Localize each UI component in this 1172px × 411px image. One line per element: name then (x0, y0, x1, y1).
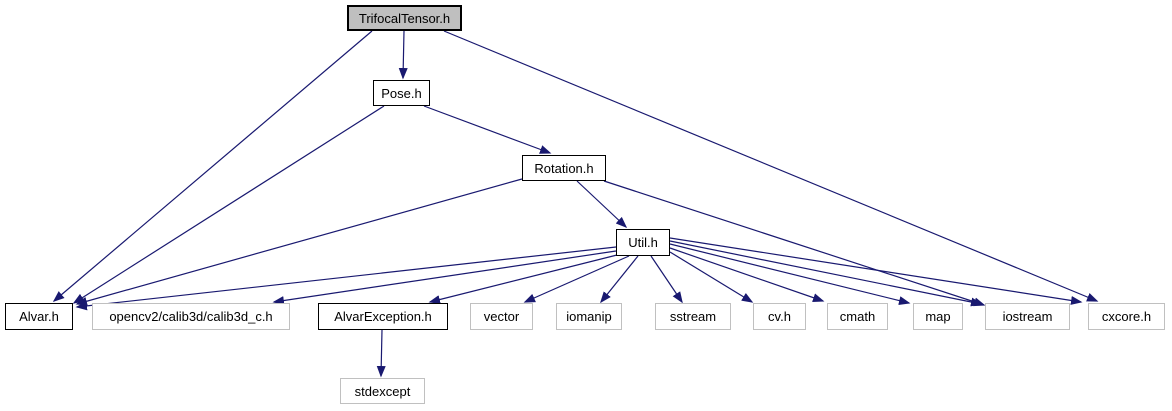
node-cv-h: cv.h (753, 303, 806, 330)
node-alvar-h[interactable]: Alvar.h (5, 303, 73, 330)
edge-alvarexception-h-to-stdexcept (376, 329, 386, 378)
node-label-trifocaltensor-h: TrifocalTensor.h (358, 10, 451, 26)
node-stdexcept: stdexcept (340, 378, 425, 404)
node-label-alvarexception-h: AlvarException.h (334, 309, 432, 324)
node-cmath: cmath (827, 303, 888, 330)
edge-util-h-to-sstream (650, 255, 683, 304)
node-label-cxcore-h: cxcore.h (1101, 309, 1152, 324)
edge-util-h-to-calib3d-h (272, 250, 617, 305)
node-trifocaltensor-h: TrifocalTensor.h (347, 5, 462, 31)
edge-rotation-h-to-alvar-h (75, 178, 523, 306)
node-util-h[interactable]: Util.h (616, 229, 670, 256)
node-label-cmath: cmath (839, 309, 876, 324)
edge-trifocaltensor-h-to-alvar-h (52, 30, 373, 302)
edge-util-h-to-iomanip (600, 255, 639, 304)
edge-trifocaltensor-h-to-cxcore-h (443, 30, 1099, 302)
node-pose-h[interactable]: Pose.h (373, 80, 430, 106)
node-label-alvar-h: Alvar.h (19, 309, 59, 324)
edge-util-h-to-map (669, 243, 911, 305)
node-iostream: iostream (985, 303, 1070, 330)
edge-util-h-to-vector (523, 255, 630, 303)
edge-util-h-to-cmath (669, 247, 825, 302)
node-rotation-h[interactable]: Rotation.h (522, 155, 606, 181)
node-map: map (913, 303, 963, 330)
node-label-pose-h: Pose.h (381, 85, 422, 101)
node-label-sstream: sstream (669, 309, 717, 324)
edge-pose-h-to-rotation-h (423, 105, 552, 154)
node-vector: vector (470, 303, 533, 330)
node-alvarexception-h[interactable]: AlvarException.h (318, 303, 448, 330)
edge-util-h-to-cxcore-h (669, 237, 1083, 305)
node-label-calib3d-h: opencv2/calib3d/calib3d_c.h (109, 309, 273, 324)
edge-util-h-to-cv-h (669, 251, 754, 303)
node-label-map: map (925, 309, 951, 324)
node-cxcore-h: cxcore.h (1088, 303, 1165, 330)
edge-util-h-to-alvarexception-h (428, 254, 618, 304)
node-calib3d-h: opencv2/calib3d/calib3d_c.h (92, 303, 290, 330)
node-sstream: sstream (655, 303, 731, 330)
node-label-iomanip: iomanip (566, 309, 612, 324)
edge-util-h-to-iostream (669, 240, 983, 307)
edge-rotation-h-to-iostream (603, 180, 986, 307)
node-label-iostream: iostream (1002, 309, 1053, 324)
node-iomanip: iomanip (556, 303, 622, 330)
node-label-util-h: Util.h (628, 235, 658, 250)
edge-rotation-h-to-util-h (576, 180, 628, 229)
node-label-cv-h: cv.h (768, 309, 791, 324)
node-label-stdexcept: stdexcept (354, 383, 411, 399)
node-label-vector: vector (483, 309, 520, 324)
edge-util-h-to-alvar-h (75, 246, 617, 311)
edge-pose-h-to-alvar-h (72, 105, 385, 304)
edge-trifocaltensor-h-to-pose-h (398, 30, 408, 80)
node-label-rotation-h: Rotation.h (534, 160, 594, 176)
